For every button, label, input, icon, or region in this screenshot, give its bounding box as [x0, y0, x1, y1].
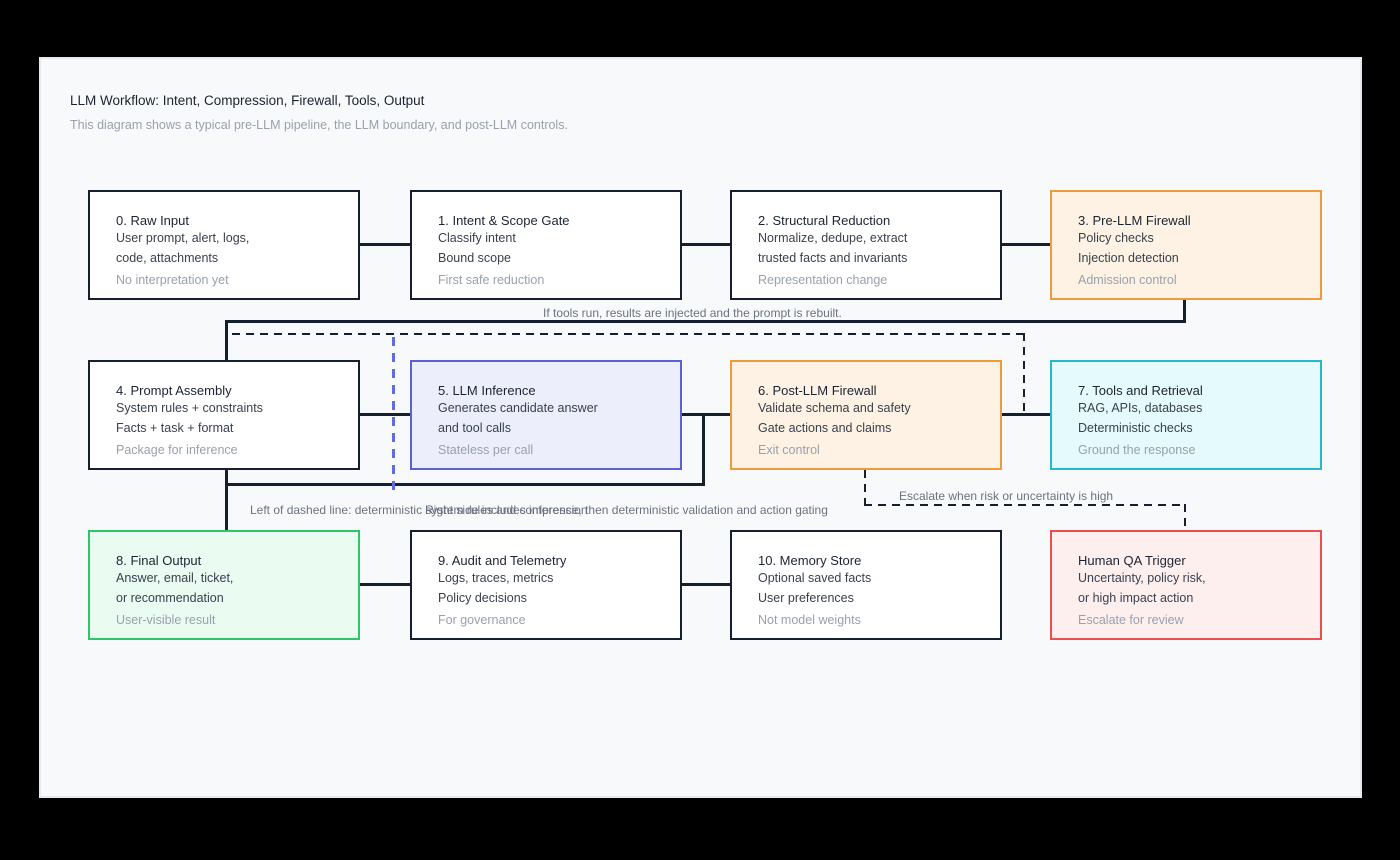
annotation-tools-feedback: If tools run, results are injected and t…: [543, 306, 842, 320]
node-line: Generates candidate answer: [438, 401, 598, 415]
node-caption: User-visible result: [116, 613, 216, 627]
node-post-llm-firewall: 6. Post-LLM Firewall Validate schema and…: [730, 360, 1002, 470]
node-title: 9. Audit and Telemetry: [438, 553, 567, 568]
node-title: 5. LLM Inference: [438, 383, 536, 398]
node-title: 4. Prompt Assembly: [116, 383, 232, 398]
node-line: Deterministic checks: [1078, 421, 1193, 435]
diagram-subtitle: This diagram shows a typical pre-LLM pip…: [70, 118, 568, 132]
node-line: Validate schema and safety: [758, 401, 911, 415]
node-line: Gate actions and claims: [758, 421, 892, 435]
node-caption: Package for inference: [116, 443, 238, 457]
connector-intent-to-reduction: [678, 243, 732, 246]
node-title: 3. Pre-LLM Firewall: [1078, 213, 1191, 228]
annotation-boundary-left: Left of dashed line: deterministic syste…: [250, 503, 588, 517]
node-title: 6. Post-LLM Firewall: [758, 383, 877, 398]
node-caption: First safe reduction: [438, 273, 545, 287]
node-title: 1. Intent & Scope Gate: [438, 213, 570, 228]
node-memory-store: 10. Memory Store Optional saved facts Us…: [730, 530, 1002, 640]
node-line: and tool calls: [438, 421, 511, 435]
connector-firewall-down: [1183, 299, 1186, 323]
dashed-escalate-vertical-bottom: [1184, 504, 1186, 531]
node-line: Policy checks: [1078, 231, 1154, 245]
node-prompt-assembly: 4. Prompt Assembly System rules + constr…: [88, 360, 360, 470]
node-title: 10. Memory Store: [758, 553, 862, 568]
node-title: 8. Final Output: [116, 553, 202, 568]
connector-output-to-audit: [358, 583, 412, 586]
node-human-qa-trigger: Human QA Trigger Uncertainty, policy ris…: [1050, 530, 1322, 640]
node-line: User preferences: [758, 591, 854, 605]
node-caption: Not model weights: [758, 613, 861, 627]
annotation-boundary-right: Right side includes inference, then dete…: [425, 503, 828, 517]
node-line: Injection detection: [1078, 251, 1179, 265]
connector-branch-down: [702, 414, 705, 486]
connector-inference-to-postfirewall: [678, 413, 732, 416]
dashed-tools-feedback-horizontal: [232, 333, 1025, 335]
connector-branch-horizontal: [225, 483, 705, 486]
node-line: RAG, APIs, databases: [1078, 401, 1203, 415]
connector-assembly-to-output: [225, 469, 228, 531]
node-line: code, attachments: [116, 251, 219, 265]
connector-assembly-to-inference: [358, 413, 412, 416]
dashed-tools-feedback-vertical: [1023, 333, 1025, 416]
llm-boundary-dashed-line: [392, 337, 395, 490]
node-line: or high impact action: [1078, 591, 1194, 605]
node-caption: Exit control: [758, 443, 820, 457]
node-caption: Admission control: [1078, 273, 1177, 287]
node-title: 0. Raw Input: [116, 213, 189, 228]
node-line: User prompt, alert, logs,: [116, 231, 250, 245]
node-line: Bound scope: [438, 251, 511, 265]
node-line: Uncertainty, policy risk,: [1078, 571, 1206, 585]
diagram-title: LLM Workflow: Intent, Compression, Firew…: [70, 93, 425, 108]
node-caption: Ground the response: [1078, 443, 1196, 457]
node-tools-retrieval: 7. Tools and Retrieval RAG, APIs, databa…: [1050, 360, 1322, 470]
dashed-escalate-vertical-top: [864, 470, 866, 506]
connector-reduction-to-firewall: [998, 243, 1052, 246]
node-caption: No interpretation yet: [116, 273, 229, 287]
node-llm-inference: 5. LLM Inference Generates candidate ans…: [410, 360, 682, 470]
node-structural-reduction: 2. Structural Reduction Normalize, dedup…: [730, 190, 1002, 300]
connector-postfirewall-to-tools: [998, 413, 1052, 416]
node-line: Normalize, dedupe, extract: [758, 231, 908, 245]
node-title: Human QA Trigger: [1078, 553, 1186, 568]
node-line: Answer, email, ticket,: [116, 571, 234, 585]
node-caption: For governance: [438, 613, 526, 627]
node-final-output: 8. Final Output Answer, email, ticket, o…: [88, 530, 360, 640]
node-caption: Escalate for review: [1078, 613, 1184, 627]
node-audit-telemetry: 9. Audit and Telemetry Logs, traces, met…: [410, 530, 682, 640]
connector-into-prompt-assembly: [225, 320, 228, 362]
node-intent-scope-gate: 1. Intent & Scope Gate Classify intent B…: [410, 190, 682, 300]
node-title: 2. Structural Reduction: [758, 213, 891, 228]
node-title: 7. Tools and Retrieval: [1078, 383, 1203, 398]
node-line: Policy decisions: [438, 591, 527, 605]
connector-raw-to-intent: [358, 243, 412, 246]
node-line: or recommendation: [116, 591, 224, 605]
node-line: System rules + constraints: [116, 401, 263, 415]
node-line: Optional saved facts: [758, 571, 872, 585]
node-caption: Representation change: [758, 273, 888, 287]
node-line: trusted facts and invariants: [758, 251, 908, 265]
node-line: Classify intent: [438, 231, 516, 245]
node-raw-input: 0. Raw Input User prompt, alert, logs, c…: [88, 190, 360, 300]
connector-audit-to-memory: [678, 583, 732, 586]
dashed-escalate-horizontal: [864, 504, 1186, 506]
connector-firewall-to-assembly-horizontal: [225, 320, 1186, 323]
node-line: Facts + task + format: [116, 421, 234, 435]
node-caption: Stateless per call: [438, 443, 534, 457]
node-line: Logs, traces, metrics: [438, 571, 554, 585]
node-pre-llm-firewall: 3. Pre-LLM Firewall Policy checks Inject…: [1050, 190, 1322, 300]
annotation-escalate: Escalate when risk or uncertainty is hig…: [899, 489, 1114, 503]
